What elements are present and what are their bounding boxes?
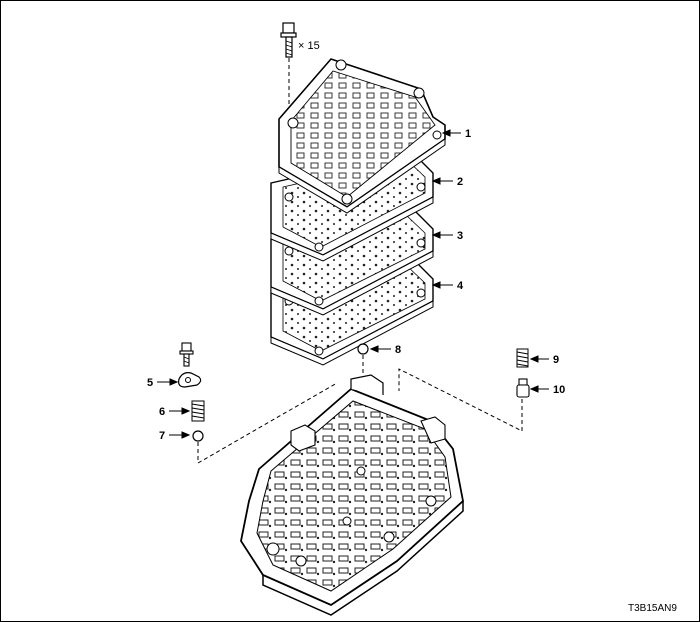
plunger-10: [516, 378, 530, 398]
callout-1: 1: [465, 128, 471, 140]
left-parts-guide-line: [197, 382, 338, 464]
callout-7: 7: [159, 430, 165, 442]
callout-10: 10: [553, 384, 565, 396]
figure-code: T3B15AN9: [628, 603, 677, 614]
retainer-bracket-5: [178, 372, 202, 388]
spring-9: [516, 348, 529, 368]
leader-lines: [157, 129, 549, 439]
separator-plate-1: [278, 58, 446, 214]
callout-4: 4: [457, 280, 464, 292]
ball-7: [192, 430, 204, 442]
callout-5: 5: [147, 377, 153, 389]
callout-2: 2: [457, 176, 463, 188]
right-parts-guide-line: [398, 368, 523, 432]
bolt-small: [179, 342, 194, 367]
spring-6: [191, 400, 205, 422]
ball-8: [357, 343, 369, 355]
callout-3: 3: [457, 230, 463, 242]
callout-8: 8: [395, 344, 401, 356]
callout-6: 6: [159, 406, 165, 418]
valve-body: [240, 374, 464, 616]
bolt-quantity-label: × 15: [298, 40, 320, 52]
callout-9: 9: [553, 354, 559, 366]
bolt-main: [280, 22, 297, 58]
